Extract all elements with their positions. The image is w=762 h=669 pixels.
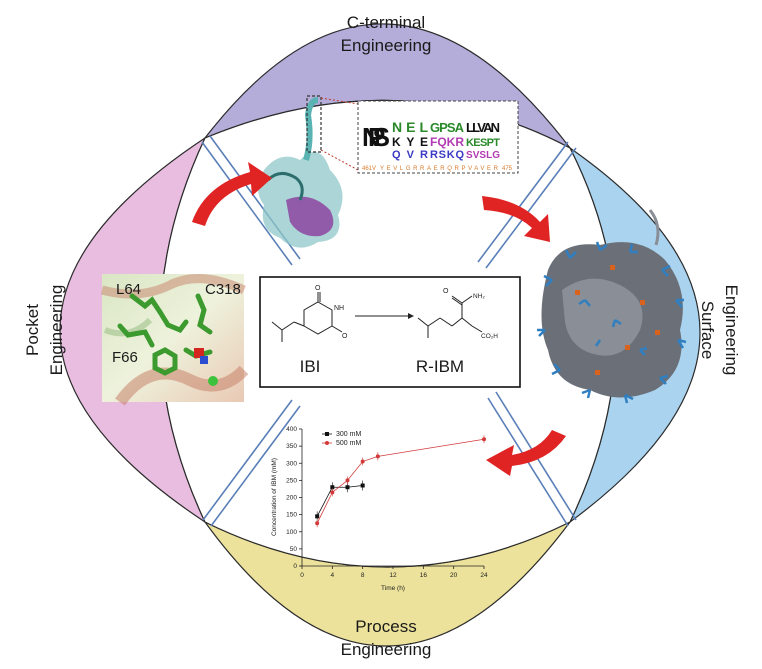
svg-text:NEL: NEL <box>392 119 428 135</box>
right-label-line1: Surface <box>698 301 717 360</box>
cterminal-protein <box>258 95 343 248</box>
sequence-logo-box <box>357 100 519 174</box>
data-point <box>360 483 365 488</box>
logo-callout-lines <box>320 97 359 171</box>
reaction-arrow <box>355 313 414 319</box>
svg-text:KESPT: KESPT <box>466 137 500 149</box>
logo-sequence: YEVLGRRAERQRPVAVER <box>380 166 499 172</box>
red-arrows <box>192 162 566 476</box>
y-tick-label: 0 <box>293 563 297 570</box>
product-structure <box>417 295 483 338</box>
svg-text:RSKQ: RSKQ <box>430 149 464 161</box>
svg-text:QVR: QVR <box>392 149 428 161</box>
x-tick-label: 24 <box>480 572 488 579</box>
data-point <box>315 521 320 526</box>
bottom-label-line2: Engineering <box>341 640 432 659</box>
residue-f66: F66 <box>112 349 138 366</box>
substrate-o2: O <box>342 333 348 340</box>
y-tick-label: 350 <box>286 443 297 450</box>
x-tick-label: 16 <box>420 572 428 579</box>
x-tick-label: 12 <box>389 572 397 579</box>
data-point <box>315 514 320 519</box>
svg-text:KYE: KYE <box>392 135 428 149</box>
product-nh2: NH₂ <box>473 293 485 300</box>
series-line-0 <box>316 485 363 517</box>
x-tick-label: 20 <box>450 572 458 579</box>
data-point <box>330 490 335 495</box>
logo-left-range: 461V <box>362 166 376 172</box>
substrate-structure <box>271 292 343 342</box>
left-label-line1: Pocket <box>23 304 42 356</box>
svg-text:NPS: NPS <box>362 122 390 152</box>
connector-lines <box>201 135 577 527</box>
residue-l64: L64 <box>116 281 141 298</box>
y-tick-label: 250 <box>286 477 297 484</box>
data-point <box>375 454 380 459</box>
x-tick-label: 4 <box>331 572 335 579</box>
data-point <box>482 437 486 442</box>
data-point <box>345 485 350 490</box>
x-tick-label: 8 <box>361 572 365 579</box>
top-label-line1: C-terminal <box>347 13 425 32</box>
y-tick-label: 150 <box>286 512 297 519</box>
product-label: R-IBM <box>416 357 464 376</box>
data-point <box>345 478 350 483</box>
svg-text:SVSLG: SVSLG <box>466 150 500 161</box>
legend-300mm: 300 mM <box>336 431 361 438</box>
residue-c318: C318 <box>205 281 241 298</box>
x-tick-label: 0 <box>300 572 304 579</box>
substrate-nh: NH <box>334 305 344 312</box>
chart: 0 4 8 12 16 20 24 0 50 100 150 200 250 300 350 400 Tim… <box>271 426 488 592</box>
svg-text:FQKR: FQKR <box>430 135 464 149</box>
left-label-line2: Engineering <box>47 285 66 376</box>
legend: 300 mM 500 mM <box>322 431 361 447</box>
y-tick-label: 400 <box>286 426 297 433</box>
reaction-box <box>259 276 521 388</box>
product-co2h: CO₂H <box>481 333 498 340</box>
svg-text:GPSA: GPSA <box>430 120 465 135</box>
y-tick-label: 300 <box>286 460 297 467</box>
pocket-image <box>100 274 249 406</box>
bottom-label-line1: Process <box>355 617 416 636</box>
series-line-1 <box>316 438 485 524</box>
data-point <box>360 459 365 464</box>
legend-500mm: 500 mM <box>336 440 361 447</box>
y-axis-label: Concentration of IBM (mM) <box>271 458 278 536</box>
svg-text:LLVAN: LLVAN <box>466 120 500 135</box>
substrate-o1: O <box>315 285 321 292</box>
y-tick-label: 100 <box>286 529 297 536</box>
surface-protein <box>537 209 687 404</box>
right-label-line2: Engineering <box>722 285 741 376</box>
data-point <box>330 485 335 490</box>
y-tick-label: 50 <box>290 546 298 553</box>
substrate-label: IBI <box>300 357 321 376</box>
logo-right-range: 475 <box>502 166 513 172</box>
top-label-line2: Engineering <box>341 36 432 55</box>
x-axis-label: Time (h) <box>381 585 405 592</box>
product-o: O <box>443 288 449 295</box>
y-tick-label: 200 <box>286 495 297 502</box>
